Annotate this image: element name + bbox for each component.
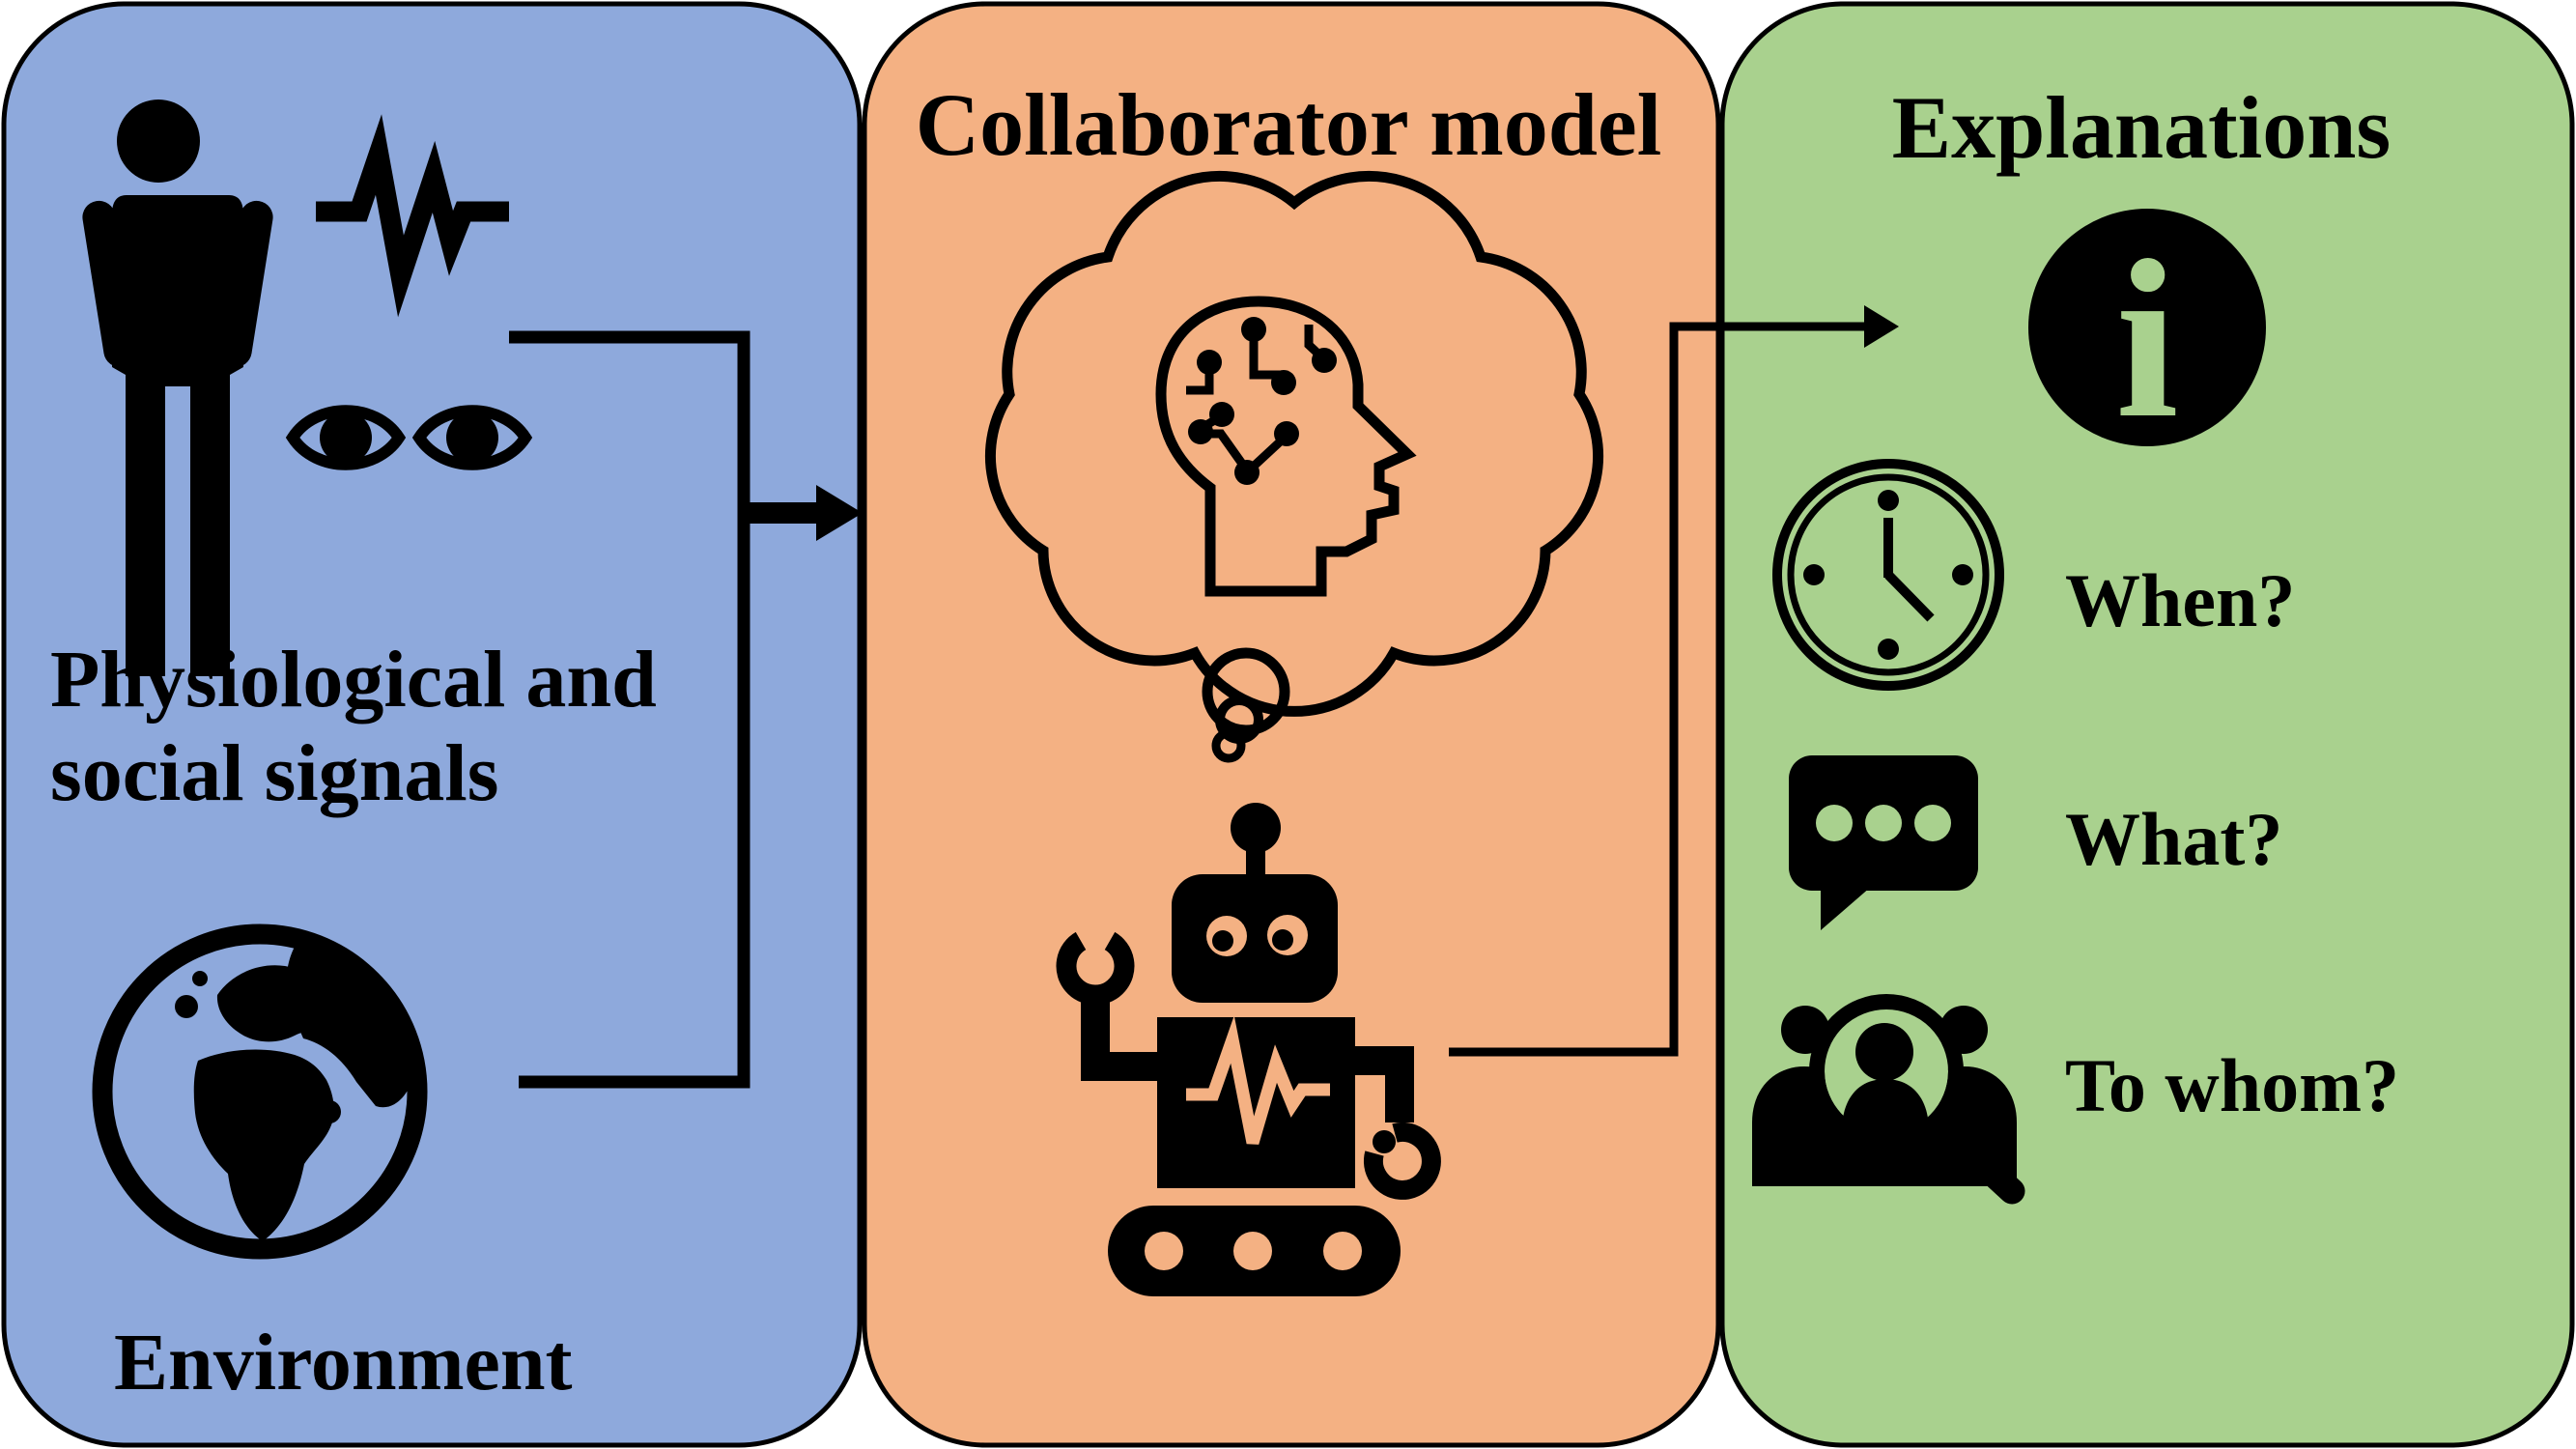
- info-icon: i: [2028, 209, 2266, 465]
- head-profile-outline: [1155, 296, 1417, 597]
- robot-right-arm: [1355, 1046, 1414, 1122]
- info-glyph: i: [2115, 213, 2178, 465]
- question-what: What?: [2065, 797, 2282, 881]
- bubble-dot-2: [1865, 805, 1902, 841]
- left-eye-outline: [285, 405, 407, 470]
- question-when: When?: [2065, 558, 2295, 642]
- robot-left-arm: [1081, 997, 1157, 1081]
- audience-center-head: [1855, 1023, 1913, 1081]
- robot-antenna-stem: [1246, 838, 1265, 879]
- model-title: Collaborator model: [916, 75, 1662, 174]
- bubble-dot-1: [1816, 805, 1853, 841]
- signals-caption-line2: social signals: [50, 728, 498, 818]
- circuit-head-icon: [1155, 296, 1417, 597]
- robot-chest-pulse: [1186, 1015, 1330, 1145]
- robot-antenna-ball: [1231, 803, 1281, 853]
- eyes-icon: [285, 405, 533, 470]
- person-head: [117, 99, 200, 183]
- environment-label: Environment: [114, 1318, 573, 1407]
- robot-right-claw: [1363, 1122, 1441, 1200]
- globe-ring: [92, 923, 428, 1260]
- model-panel: [862, 1, 1721, 1448]
- robot-body: [1157, 1017, 1355, 1188]
- robot-icon: [1056, 803, 1441, 1296]
- info-circle: [2028, 209, 2266, 446]
- right-eye-pupil: [446, 412, 498, 464]
- clock-hour-hand: [1884, 571, 1935, 622]
- circuit-nodes: [1188, 317, 1337, 485]
- robot-left-pupil: [1212, 930, 1233, 952]
- model-to-explanations-arrow: [1449, 305, 1899, 1057]
- magnifier-ring: [1809, 994, 1964, 1149]
- right-eye-outline: [411, 405, 533, 470]
- person-right-arm: [218, 200, 273, 368]
- person-left-arm: [82, 200, 137, 368]
- person-body: [112, 195, 243, 676]
- robot-wheel-1: [1145, 1232, 1183, 1270]
- audience-magnifier-icon: [1752, 994, 2025, 1205]
- left-eye-pupil: [320, 412, 372, 464]
- globe-europe: [216, 965, 348, 1042]
- globe-africa: [193, 1049, 334, 1241]
- signals-to-model-arrow: [740, 485, 863, 541]
- arrow-head: [816, 485, 863, 541]
- globe-island-2: [192, 971, 208, 986]
- audience-center-shoulders: [1842, 1079, 1929, 1134]
- explanations-title: Explanations: [1892, 78, 2391, 177]
- signals-merge-connector: [509, 330, 750, 1089]
- bubble-dot-3: [1914, 805, 1951, 841]
- thought-trail-bubbles: [1202, 647, 1290, 763]
- robot-claw-ball: [1373, 1130, 1396, 1153]
- person-icon: [82, 99, 273, 676]
- signals-caption-line1: Physiological and: [50, 635, 657, 724]
- arrow-shaft: [1449, 322, 1868, 1057]
- robot-left-claw: [1056, 931, 1135, 1006]
- clock-ticks: [1803, 490, 1973, 660]
- heartbeat-icon: [316, 114, 509, 318]
- globe-icon: [92, 923, 428, 1260]
- clock-icon: [1772, 459, 2004, 691]
- bubble-tail: [1821, 887, 1871, 930]
- speech-bubble-icon: [1789, 755, 1978, 930]
- robot-right-pupil: [1272, 929, 1293, 951]
- question-to-whom: To whom?: [2065, 1043, 2399, 1127]
- robot-head: [1172, 874, 1338, 1003]
- robot-wheel-2: [1233, 1232, 1272, 1270]
- thought-cloud-icon: [984, 170, 1604, 717]
- arrow-head: [1864, 305, 1899, 348]
- globe-island-1: [175, 995, 198, 1018]
- robot-wheel-3: [1323, 1232, 1362, 1270]
- magnifier-handle: [1926, 1111, 2025, 1205]
